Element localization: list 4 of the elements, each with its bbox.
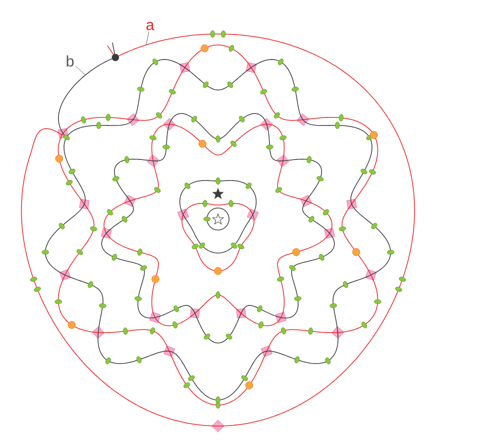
leader-line <box>75 66 86 76</box>
leader-line <box>146 31 150 46</box>
curve-label: a <box>146 22 154 30</box>
curve-label: b <box>66 55 74 67</box>
